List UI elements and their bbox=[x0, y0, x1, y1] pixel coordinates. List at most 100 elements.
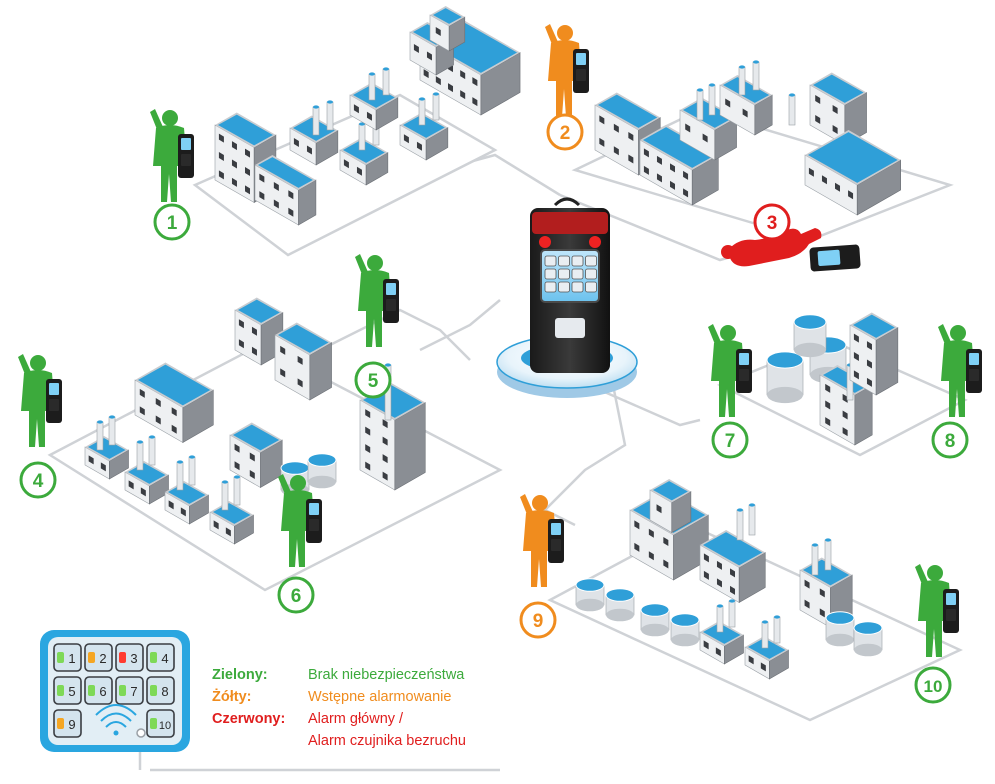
panel-key: 4 bbox=[146, 643, 175, 672]
worker-with-detector-icon bbox=[545, 24, 589, 117]
panel-key-label: 5 bbox=[68, 684, 75, 699]
worker-with-detector-icon bbox=[915, 564, 959, 657]
storage-tank bbox=[605, 588, 635, 622]
chimney bbox=[811, 543, 819, 576]
building bbox=[339, 137, 389, 186]
gas-detector-base-station-icon bbox=[496, 197, 638, 398]
panel-key: 9 bbox=[53, 709, 82, 738]
chimney bbox=[761, 620, 769, 649]
worker-with-detector-icon bbox=[708, 324, 752, 417]
chimney bbox=[108, 415, 116, 446]
chimney bbox=[188, 455, 196, 486]
device-key bbox=[544, 268, 557, 280]
panel-key-label: 7 bbox=[130, 684, 137, 699]
network-connections bbox=[138, 153, 791, 772]
panel-key-label: 3 bbox=[130, 651, 137, 666]
device-key bbox=[558, 281, 570, 293]
building bbox=[274, 322, 332, 401]
panel-key-label: 8 bbox=[161, 684, 168, 699]
building bbox=[134, 362, 214, 444]
panel-key-label: 4 bbox=[161, 651, 168, 666]
building bbox=[164, 481, 209, 525]
chimney bbox=[748, 503, 756, 536]
legend-red-value-line2: Alarm czujnika bezruchu bbox=[308, 733, 466, 749]
worker-number-label: 1 bbox=[167, 213, 178, 234]
worker-number-label: 2 bbox=[560, 123, 571, 144]
building bbox=[649, 479, 692, 534]
worker-with-detector-icon bbox=[520, 494, 564, 587]
chimney bbox=[382, 67, 390, 96]
storage-tank bbox=[575, 578, 605, 612]
worker-number-badge: 8 bbox=[931, 421, 969, 459]
panel-key: 2 bbox=[84, 643, 113, 672]
storage-tank bbox=[307, 453, 337, 489]
chimney bbox=[358, 122, 366, 151]
device-key bbox=[585, 281, 597, 293]
worker-number-label: 3 bbox=[767, 213, 778, 234]
chimney bbox=[418, 97, 426, 126]
worker-number-badge: 3 bbox=[753, 203, 791, 241]
panel-key-label: 10 bbox=[159, 720, 171, 732]
chimney bbox=[696, 88, 704, 121]
legend-green-value: Brak niebezpieczeństwa bbox=[308, 667, 465, 683]
worker-number-badge: 1 bbox=[153, 203, 191, 241]
building bbox=[84, 436, 129, 480]
chimney bbox=[136, 440, 144, 471]
status-legend: Zielony: Brak niebezpieczeństwa Żółty: W… bbox=[212, 664, 512, 752]
panel-key: 5 bbox=[53, 676, 82, 705]
storage-tank bbox=[766, 351, 804, 404]
worker-with-detector-icon bbox=[938, 324, 982, 417]
legend-red-row: Czerwony: Alarm główny / bbox=[212, 708, 512, 730]
legend-yellow-key: Żółty: bbox=[212, 689, 252, 705]
device-key bbox=[558, 255, 570, 267]
panel-key-label: 2 bbox=[99, 651, 106, 666]
device-key bbox=[585, 268, 597, 280]
building bbox=[699, 530, 766, 604]
worker-number-label: 4 bbox=[33, 471, 44, 492]
storage-tank bbox=[640, 603, 670, 637]
panel-key: 7 bbox=[115, 676, 144, 705]
fallen-worker-icon bbox=[721, 228, 861, 272]
chimney bbox=[368, 72, 376, 101]
chimney bbox=[96, 420, 104, 451]
worker-number-label: 9 bbox=[533, 611, 544, 632]
building bbox=[744, 636, 789, 680]
building bbox=[229, 422, 283, 489]
chimney bbox=[708, 83, 716, 116]
device-key bbox=[585, 255, 597, 267]
building bbox=[679, 97, 737, 161]
device-key bbox=[544, 255, 557, 267]
factory-buildings bbox=[84, 6, 902, 680]
worker-with-detector-icon bbox=[18, 354, 62, 447]
worker-number-label: 7 bbox=[725, 431, 736, 452]
panel-key: 10 bbox=[146, 709, 175, 738]
legend-red-row-2: Alarm czujnika bezruchu bbox=[212, 730, 512, 752]
chimney bbox=[716, 604, 724, 633]
worker-number-label: 5 bbox=[368, 371, 379, 392]
worker-number-badge: 4 bbox=[19, 461, 57, 499]
worker-number-badge: 9 bbox=[519, 601, 557, 639]
building bbox=[639, 125, 719, 206]
building bbox=[809, 72, 867, 146]
worker-number-label: 6 bbox=[291, 586, 302, 607]
worker-with-detector-icon bbox=[355, 254, 399, 347]
storage-tank bbox=[825, 611, 855, 647]
panel-key: 1 bbox=[53, 643, 82, 672]
worker-with-detector-icon bbox=[150, 109, 194, 202]
chimney bbox=[176, 460, 184, 491]
legend-green-key: Zielony: bbox=[212, 667, 268, 683]
building bbox=[359, 382, 426, 491]
chimney bbox=[773, 615, 781, 644]
worker-number-label: 8 bbox=[945, 431, 956, 452]
chimney bbox=[736, 508, 744, 541]
worker-number-badge: 2 bbox=[546, 113, 584, 151]
building bbox=[719, 75, 773, 136]
chimney bbox=[824, 538, 832, 571]
device-key bbox=[544, 281, 557, 293]
building bbox=[849, 312, 899, 396]
panel-key: 3 bbox=[115, 643, 144, 672]
building bbox=[819, 365, 873, 446]
workers-layer bbox=[18, 24, 982, 657]
